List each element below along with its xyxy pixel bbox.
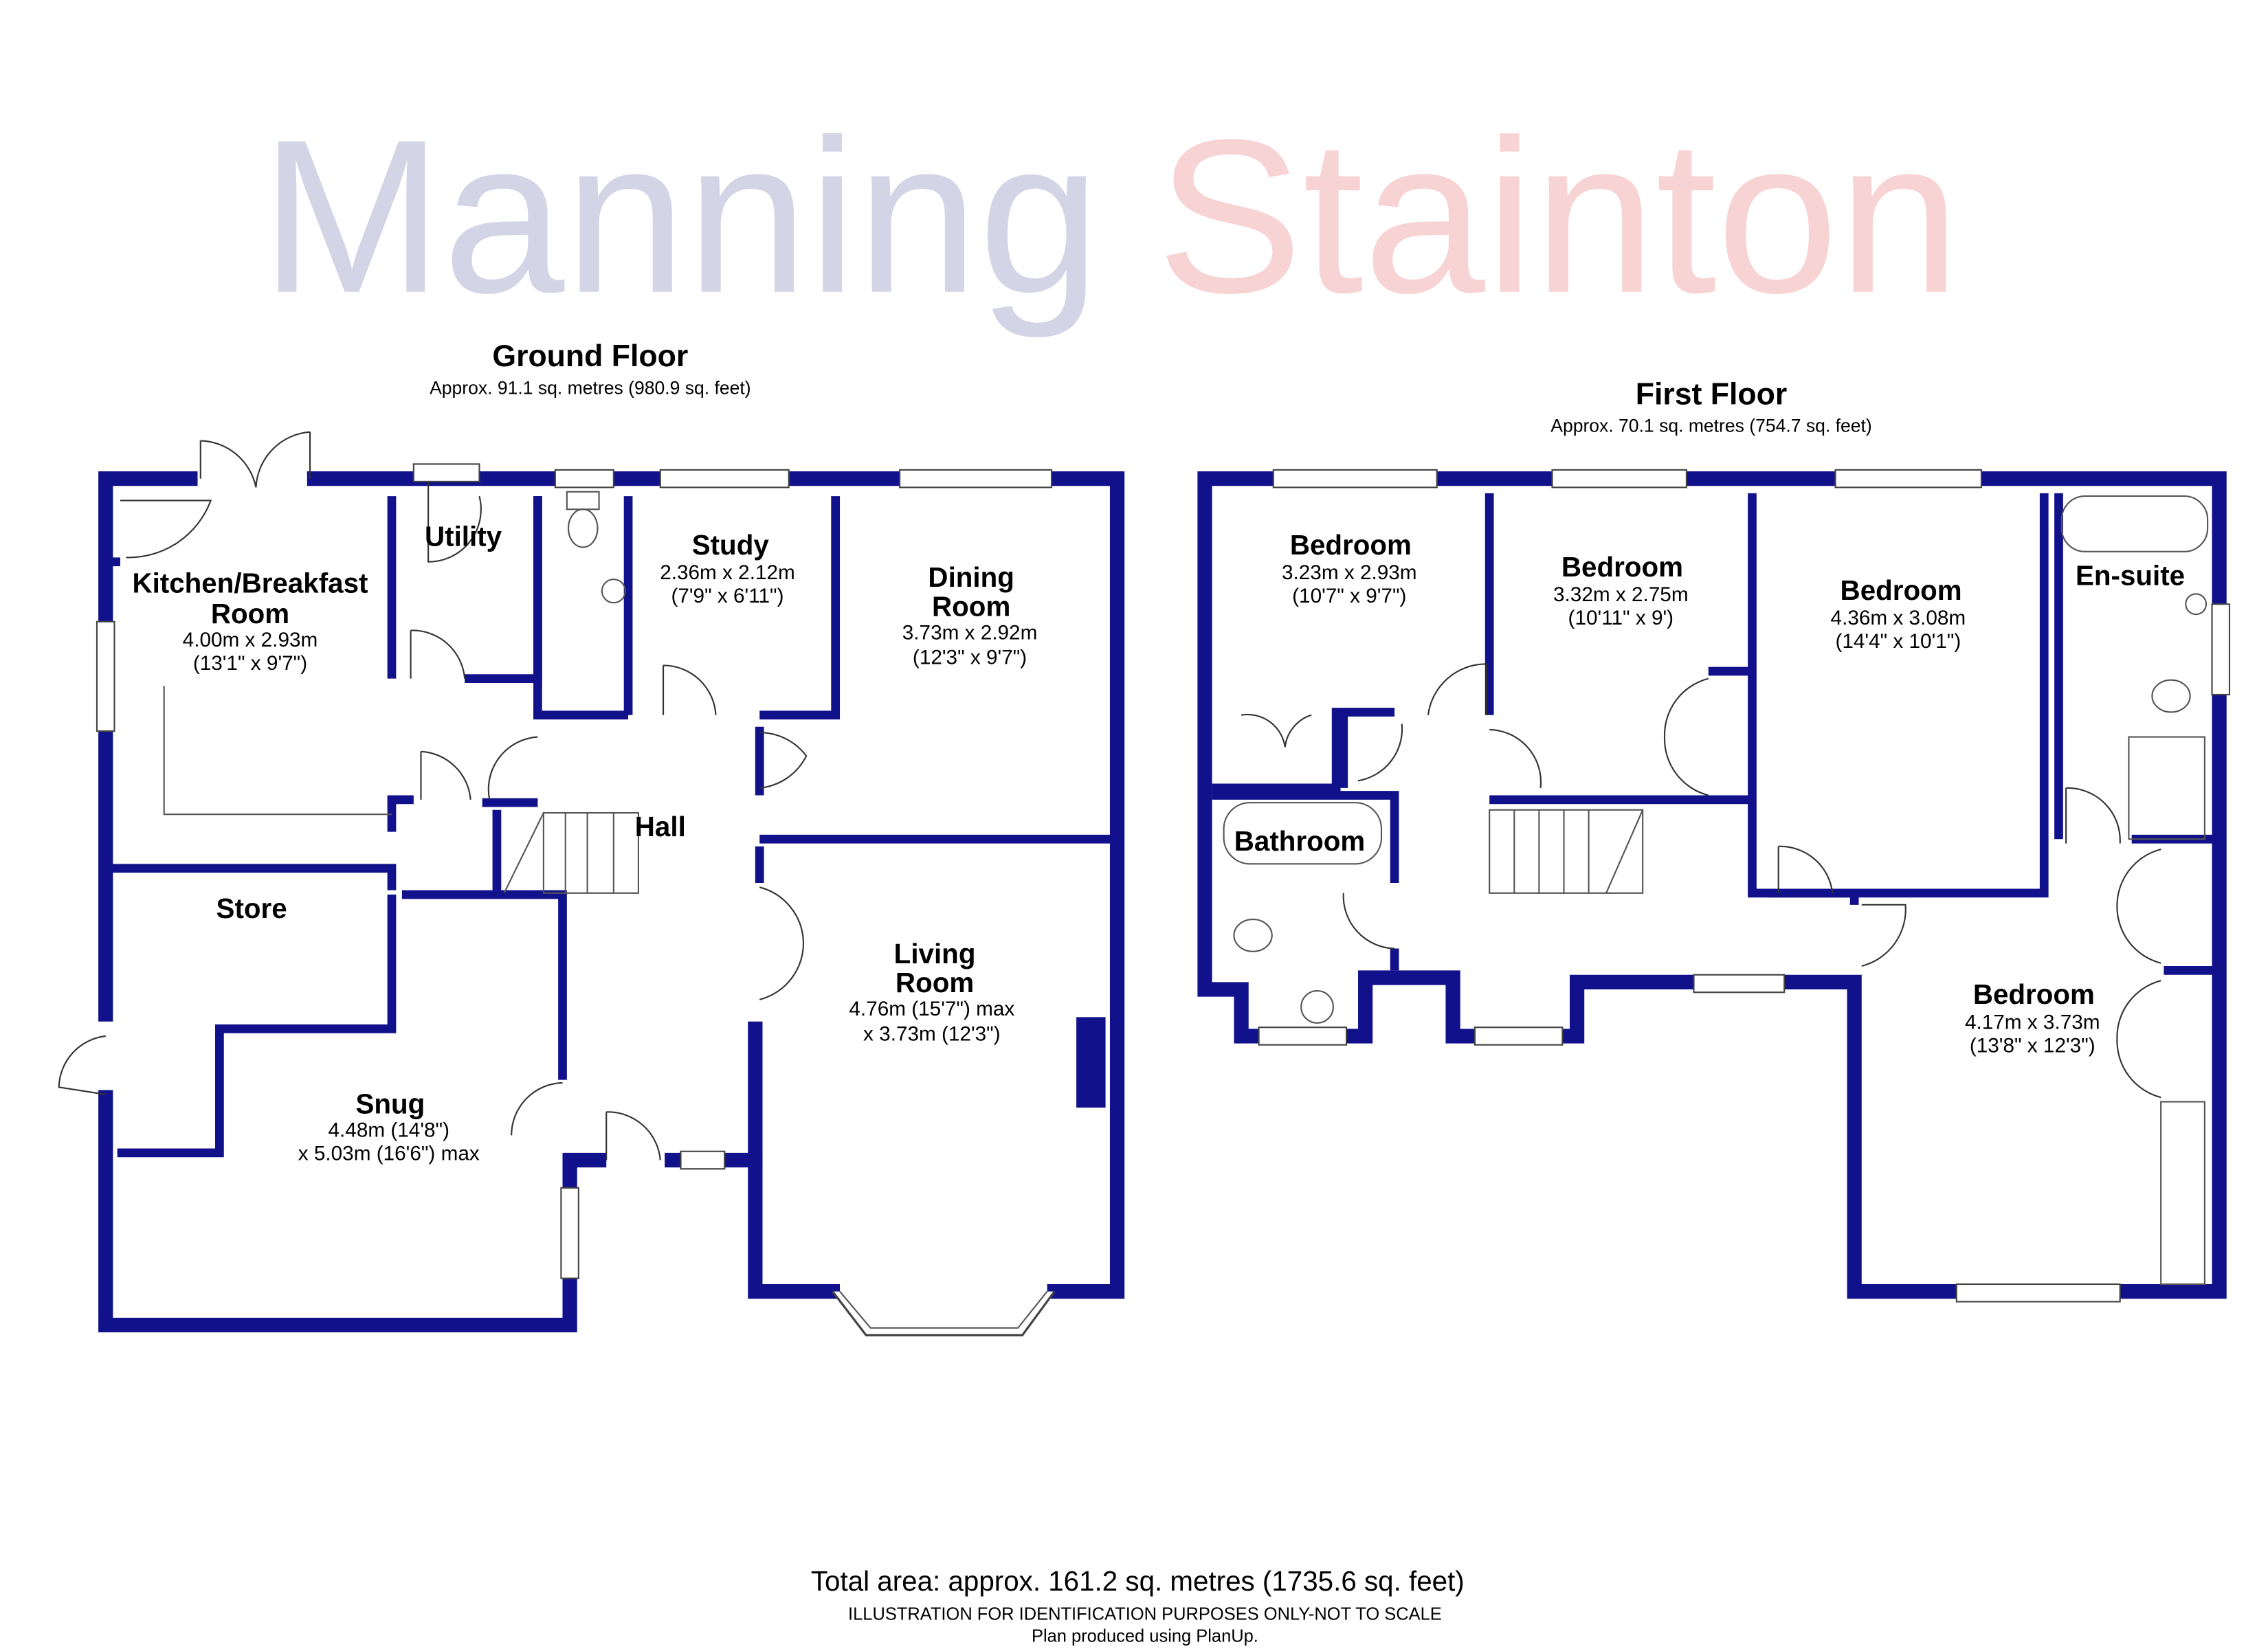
first-floor-plan: First Floor Approx. 70.1 sq. metres (754… [1197, 377, 2231, 1303]
bedroom3-dim-ft: (14'4" x 10'1") [1835, 630, 1961, 653]
watermark-manning: Manning [260, 94, 1100, 340]
bedroom1-dim-m: 3.23m x 2.93m [1282, 561, 1417, 584]
first-floor-title: First Floor [1636, 377, 1787, 411]
snug-label: Snug [355, 1088, 425, 1120]
kitchen-dim-m: 4.00m x 2.93m [183, 629, 318, 651]
study-dim-ft: (7'9" x 6'11") [671, 585, 783, 607]
basin-icon [2185, 593, 2208, 616]
living-label-2: Room [896, 967, 974, 998]
first-floor-area: Approx. 70.1 sq. metres (754.7 sq. feet) [1550, 416, 1871, 436]
utility-label: Utility [425, 520, 502, 552]
bedroom4-dim-ft: (13'8" x 12'3") [1970, 1034, 2095, 1057]
bedroom3-dim-m: 4.36m x 3.08m [1831, 607, 1966, 629]
total-area: Total area: approx. 161.2 sq. metres (17… [811, 1565, 1465, 1597]
disclaimer: ILLUSTRATION FOR IDENTIFICATION PURPOSES… [848, 1605, 1442, 1624]
kitchen-dim-ft: (13'1" x 9'7") [193, 652, 307, 675]
bedroom4-label: Bedroom [1973, 978, 2095, 1010]
bathtub-icon [2060, 495, 2209, 552]
snug-dim-2: x 5.03m (16'6") max [298, 1142, 480, 1165]
bedroom1-label: Bedroom [1290, 529, 1412, 561]
ground-floor-title: Ground Floor [492, 339, 688, 373]
study-label: Study [692, 529, 770, 561]
living-dim-2: x 3.73m (12'3") [863, 1022, 1001, 1045]
bedroom1-dim-ft: (10'7" x 9'7") [1292, 585, 1406, 607]
store-label: Store [216, 893, 287, 924]
dining-label-2: Room [932, 590, 1010, 622]
ground-stairs [503, 811, 639, 894]
watermark-stainton: Stainton [1157, 94, 1960, 339]
study-dim-m: 2.36m x 2.12m [660, 561, 795, 584]
bedroom2-dim-ft: (10'11" x 9') [1568, 607, 1674, 629]
ground-floor-plan: Ground Floor Approx. 91.1 sq. metres (98… [58, 339, 1125, 1336]
toilet-icon [567, 508, 599, 548]
bedroom2-label: Bedroom [1561, 551, 1683, 583]
kitchen-label-2: Room [211, 598, 289, 629]
basin-icon [601, 579, 626, 604]
bathtub-icon [1223, 802, 1383, 865]
living-dim-1: 4.76m (15'7") max [849, 998, 1014, 1020]
toilet-icon [1233, 918, 1273, 952]
basin-icon [1300, 990, 1334, 1024]
dining-dim-m: 3.73m x 2.92m [902, 621, 1038, 644]
dining-label: Dining [928, 561, 1014, 593]
ground-floor-area: Approx. 91.1 sq. metres (980.9 sq. feet) [430, 377, 751, 398]
credit: Plan produced using PlanUp. [1032, 1626, 1258, 1646]
kitchen-label: Kitchen/Breakfast [132, 567, 368, 598]
living-label: Living [894, 938, 976, 969]
hall-label: Hall [635, 811, 686, 842]
dining-dim-ft: (12'3" x 9'7") [913, 646, 1027, 669]
shower-icon [2128, 736, 2205, 840]
ensuite-label: En-suite [2076, 560, 2185, 592]
bedroom2-dim-m: 3.32m x 2.75m [1553, 583, 1689, 606]
bedroom3-label: Bedroom [1841, 574, 1962, 606]
bedroom4-dim-m: 4.17m x 3.73m [1965, 1011, 2100, 1033]
snug-dim-1: 4.48m (14'8") [329, 1119, 449, 1142]
bathroom-label: Bathroom [1234, 825, 1366, 857]
toilet-icon [2151, 679, 2191, 713]
first-stairs [1489, 809, 1644, 894]
